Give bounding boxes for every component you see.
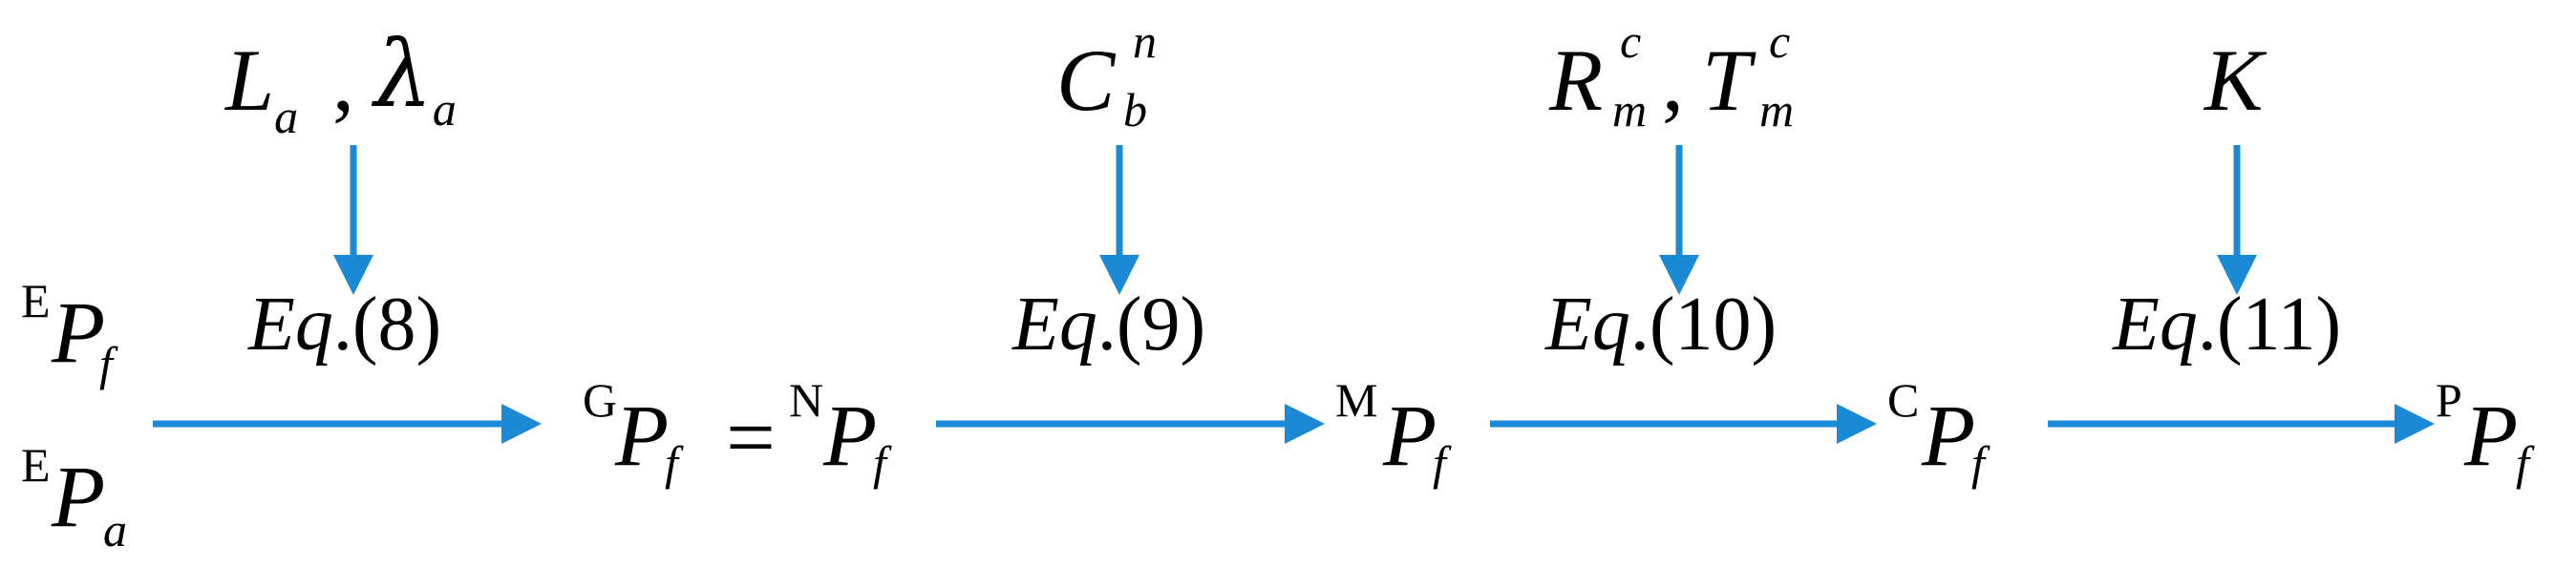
input-R-sub: m: [1612, 83, 1648, 136]
node-E-Pf-main: P: [52, 284, 106, 381]
input-C-sub: b: [1123, 83, 1147, 136]
node-M-Pf-sub: f: [1433, 436, 1446, 490]
node-C-Pf-sub: f: [1971, 436, 1985, 490]
equation-label-9: Eq.(9): [1012, 283, 1206, 367]
node-P-Pf-presup: P: [2436, 373, 2462, 427]
node-M-Pf-main: P: [1383, 387, 1437, 484]
node-E-Pf-presup: E: [21, 274, 51, 327]
input-R: R: [1549, 32, 1604, 129]
node-E-Pa-main: P: [52, 448, 106, 545]
input-comma-2: ,: [1662, 32, 1684, 129]
input-C: C: [1056, 32, 1116, 129]
input-L: La: [225, 32, 299, 143]
node-G-Pf-main: P: [615, 387, 670, 484]
input-T: T: [1702, 32, 1752, 129]
node-G-Pf-presup: G: [583, 373, 618, 427]
node-C-Pf-presup: C: [1887, 373, 1920, 427]
node-C-Pf-main: P: [1922, 387, 1976, 484]
input-R-sup: c: [1620, 14, 1642, 68]
node-E-Pa-sub: a: [103, 503, 127, 556]
equals-sign: =: [726, 388, 776, 486]
node-E-Pa-presup: E: [21, 438, 51, 492]
input-comma-1: ,: [332, 32, 354, 129]
node-N-Pf-main: P: [823, 387, 878, 484]
node-N-Pf-sub: f: [873, 436, 886, 490]
node-G-Pf-sub: f: [665, 436, 678, 490]
node-M-Pf-presup: M: [1335, 373, 1378, 427]
equation-label-10: Eq.(10): [1545, 283, 1778, 367]
equation-label-11: Eq.(11): [2113, 283, 2342, 367]
node-E-Pf-sub: f: [99, 337, 113, 390]
input-lambda: λa: [374, 21, 457, 136]
input-C-sup: n: [1133, 14, 1157, 68]
input-K: K: [2204, 32, 2264, 129]
input-T-sub: m: [1759, 83, 1795, 136]
equation-label-8: Eq.(8): [248, 283, 442, 367]
node-P-Pf-main: P: [2464, 387, 2519, 484]
node-P-Pf-sub: f: [2516, 436, 2529, 490]
node-N-Pf-presup: N: [789, 373, 824, 427]
input-T-sup: c: [1769, 14, 1791, 68]
